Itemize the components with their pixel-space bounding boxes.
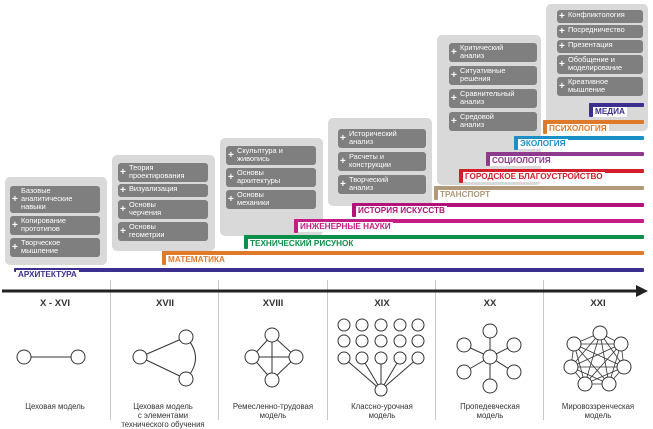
skill-box: +Творческий анализ <box>338 175 426 194</box>
model-label: Цеховая модель <box>25 402 85 411</box>
century-label: XXI <box>590 298 606 309</box>
discipline-bar-psychology-stem <box>543 120 547 134</box>
skill-box: +Средовой анализ <box>449 112 537 131</box>
skill-box: +Конфликтология <box>557 10 643 23</box>
mesh-link <box>584 343 622 385</box>
skill-box: +Основы геометрии <box>118 222 208 241</box>
discipline-bar-engineering <box>294 219 644 223</box>
discipline-bar-technical-drawing <box>244 235 644 239</box>
grid-tree-network-icon <box>337 318 425 397</box>
model-label: Пропедевческая модель <box>460 402 520 420</box>
timeline-arrow <box>2 285 648 297</box>
discipline-bar-psychology <box>543 120 644 124</box>
diamond-network-icon <box>244 327 304 388</box>
discipline-bar-mathematics <box>162 251 644 255</box>
discipline-label-urban: ГОРОДСКОЕ БЛАГОУСТРОЙСТВО <box>463 172 605 182</box>
skill-box: +Расчеты и конструкции <box>338 152 426 171</box>
skill-box: +Основы черчения <box>118 200 208 219</box>
skill-box: +Визуализация <box>118 184 208 197</box>
century-label: XIX <box>374 298 390 309</box>
column-divider <box>327 280 328 420</box>
full-mesh-network-icon <box>563 325 632 392</box>
discipline-bar-technical-drawing-stem <box>244 235 248 249</box>
discipline-bar-ecology-stem <box>514 136 518 150</box>
model-label: Мировоззренческая модель <box>561 402 635 420</box>
discipline-bar-engineering-stem <box>294 219 298 233</box>
model-label: Классно-урочная модель <box>351 402 413 420</box>
century-label: XVII <box>156 298 174 309</box>
discipline-bar-transport-stem <box>434 186 438 200</box>
discipline-label-media: МЕДИА <box>593 107 627 117</box>
two-node-line-icon <box>16 349 86 365</box>
discipline-bar-architecture <box>14 268 644 272</box>
column-divider <box>435 280 436 420</box>
discipline-bar-mathematics-stem <box>162 251 166 265</box>
model-label: Ремесленно-трудовая модель <box>232 402 314 420</box>
century-label: X - XVI <box>39 298 71 309</box>
discipline-bar-media <box>589 103 644 107</box>
skill-box: +Исторический анализ <box>338 129 426 148</box>
discipline-bar-sociology <box>486 152 644 156</box>
skill-box: +Базовые аналитические навыки <box>10 186 100 213</box>
triangle-network-icon <box>132 329 196 387</box>
century-label: XX <box>483 298 497 309</box>
skill-box: +Основы архитектуры <box>226 168 316 187</box>
discipline-bar-art-history-stem <box>352 203 356 217</box>
model-label: Цеховая модель с элементами технического… <box>121 402 205 429</box>
discipline-label-architecture: АРХИТЕКТУРА <box>16 270 79 280</box>
discipline-bar-art-history <box>352 203 644 207</box>
star-network-icon <box>456 323 522 394</box>
discipline-label-art-history: ИСТОРИЯ ИСКУССТВ <box>356 206 447 216</box>
discipline-label-mathematics: МАТЕМАТИКА <box>166 255 227 265</box>
discipline-label-ecology: ЭКОЛОГИЯ <box>518 139 568 149</box>
mesh-link <box>584 332 601 385</box>
column-divider <box>218 280 219 420</box>
discipline-label-psychology: ПСИХОЛОГИЯ <box>547 124 609 134</box>
skill-box: +Презентация <box>557 40 643 53</box>
discipline-label-technical-drawing: ТЕХНИЧЕСКИЙ РИСУНОК <box>248 239 356 249</box>
skill-box: +Основы механики <box>226 190 316 209</box>
discipline-bar-media-stem <box>589 103 593 117</box>
discipline-bar-urban-stem <box>459 169 463 183</box>
discipline-bar-sociology-stem <box>486 152 490 166</box>
skill-box: +Обобщение и моделирование <box>557 55 643 74</box>
discipline-bar-urban <box>459 169 644 173</box>
discipline-label-engineering: ИНЖЕНЕРНЫЕ НАУКИ <box>298 222 393 232</box>
skill-box: +Креативное мышление <box>557 77 643 96</box>
mesh-link <box>573 343 610 385</box>
mesh-link <box>573 343 625 368</box>
discipline-label-sociology: СОЦИОЛОГИЯ <box>490 156 553 166</box>
skill-box: +Скульптура и живопись <box>226 146 316 165</box>
skill-box: +Теория проектирования <box>118 163 208 182</box>
discipline-bar-ecology <box>514 136 644 140</box>
discipline-bar-transport <box>434 186 644 190</box>
skill-box: +Ситуативные решения <box>449 66 537 85</box>
discipline-label-transport: ТРАНСПОРТ <box>438 190 493 200</box>
century-label: XVIII <box>262 298 284 309</box>
skill-box: +Сравнительный анализ <box>449 89 537 108</box>
skill-box: +Посредничество <box>557 25 643 38</box>
skill-box: +Критический анализ <box>449 43 537 62</box>
skill-box: +Творческое мышление <box>10 238 100 257</box>
column-divider <box>543 280 544 420</box>
column-divider <box>110 280 111 420</box>
mesh-link <box>599 332 610 385</box>
skill-box: +Копирование прототипов <box>10 216 100 235</box>
